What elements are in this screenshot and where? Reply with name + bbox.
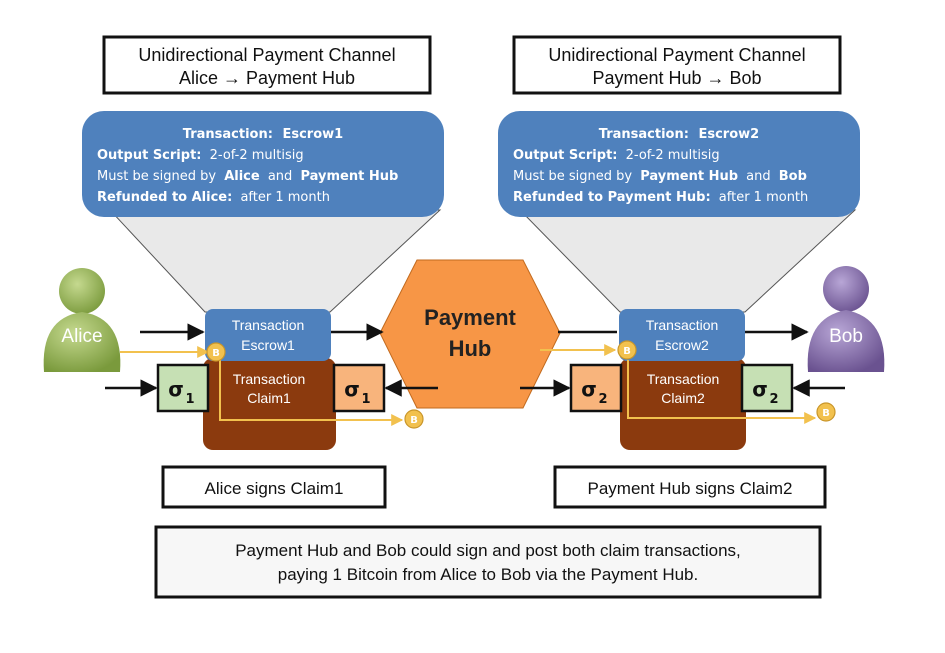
svg-text:Refunded to Alice: after: Refunded to Alice: after 1 month	[97, 190, 330, 205]
claim1-line1: Transaction	[233, 371, 306, 387]
coin-claim2: B	[816, 402, 836, 422]
sig2-right-symbol: σ	[752, 377, 768, 401]
coin-escrow2: B	[617, 340, 637, 360]
sig2-right-sub: 2	[769, 392, 778, 407]
hub-label-line2: Hub	[449, 336, 492, 361]
claim1-block: Transaction Claim1	[203, 358, 336, 450]
payment-hub-hexagon: Payment Hub	[379, 259, 561, 409]
claim2-block: Transaction Claim2	[620, 358, 746, 450]
sig2-left: σ 2	[569, 363, 623, 413]
escrow2-signer1: Payment Hub	[640, 169, 738, 184]
escrow2-refund-value: after 1 month	[719, 190, 808, 205]
svg-text:Transaction: Escrow1: Transaction: Escrow1	[183, 127, 343, 142]
footer-line1: Payment Hub and Bob could sign and post …	[235, 541, 741, 560]
escrow2-refund-label: Refunded to Payment Hub:	[513, 190, 711, 205]
alice-label: Alice	[61, 326, 102, 347]
escrow1-refund-value: after 1 month	[240, 190, 329, 205]
escrow1-tx-label: Transaction:	[183, 127, 273, 142]
escrow1-signer2: Payment Hub	[300, 169, 398, 184]
escrow2-tx-name: Escrow2	[698, 127, 759, 142]
coin-flow-claim1-out	[219, 360, 404, 426]
sig1-right: σ 1	[332, 363, 386, 413]
escrow1-box: Transaction Escrow1	[205, 309, 331, 361]
coin-claim1: B	[404, 409, 424, 429]
escrow2-signed-prefix: Must be signed by	[513, 169, 632, 184]
sig1-left: σ 1	[156, 363, 210, 413]
escrow1-output-label: Output Script:	[97, 148, 201, 163]
svg-text:B: B	[822, 408, 830, 419]
escrow2-info-bubble: Transaction: Escrow2 Output Script: 2-of…	[498, 111, 860, 217]
escrow1-signer1: Alice	[224, 169, 260, 184]
bob-figure: Bob	[807, 266, 885, 372]
escrow2-signer2: Bob	[779, 169, 807, 184]
title-box-left: Unidirectional Payment Channel Alice → P…	[102, 35, 432, 95]
svg-text:B: B	[623, 346, 631, 357]
title-box-right: Unidirectional Payment Channel Payment H…	[512, 35, 842, 95]
svg-text:Output Script: 2-of-2 mu: Output Script: 2-of-2 multisig	[513, 148, 720, 163]
sig2-left-symbol: σ	[581, 377, 597, 401]
escrow1-output-value: 2-of-2 multisig	[210, 148, 304, 163]
footer-box: Payment Hub and Bob could sign and post …	[154, 525, 822, 599]
funnel-right	[518, 209, 857, 313]
title-right-line1: Unidirectional Payment Channel	[548, 45, 805, 65]
title-right-line2: Payment Hub → Bob	[592, 68, 761, 88]
claim1-line2: Claim1	[247, 390, 291, 406]
sig2-left-sub: 2	[598, 392, 607, 407]
sig1-right-sub: 1	[361, 392, 370, 407]
escrow1-box-line1: Transaction	[232, 317, 305, 333]
escrow2-and: and	[746, 169, 770, 184]
svg-text:Transaction: Escrow2: Transaction: Escrow2	[599, 127, 759, 142]
footer-line2: paying 1 Bitcoin from Alice to Bob via t…	[278, 565, 699, 584]
svg-text:B: B	[410, 415, 418, 426]
escrow1-signed-prefix: Must be signed by	[97, 169, 216, 184]
escrow1-tx-name: Escrow1	[282, 127, 343, 142]
claim2-line2: Claim2	[661, 390, 705, 406]
title-left-line1: Unidirectional Payment Channel	[138, 45, 395, 65]
escrow2-output-label: Output Script:	[513, 148, 617, 163]
escrow2-box: Transaction Escrow2	[619, 309, 745, 361]
caption-right: Payment Hub signs Claim2	[553, 465, 827, 509]
funnel-left	[108, 209, 442, 313]
escrow2-output-value: 2-of-2 multisig	[626, 148, 720, 163]
escrow2-tx-label: Transaction:	[599, 127, 689, 142]
sig1-left-symbol: σ	[168, 377, 184, 401]
sig2-right: σ 2	[740, 363, 794, 413]
escrow1-and: and	[268, 169, 292, 184]
hub-label-line1: Payment	[424, 305, 516, 330]
escrow1-refund-label: Refunded to Alice:	[97, 190, 232, 205]
escrow1-box-line2: Escrow1	[241, 337, 295, 353]
escrow1-info-bubble: Transaction: Escrow1 Output Script: 2-of…	[82, 111, 444, 217]
svg-text:Refunded to Payment Hub:: Refunded to Payment Hub: after 1 month	[513, 190, 808, 205]
escrow2-box-line1: Transaction	[646, 317, 719, 333]
title-left-line2: Alice → Payment Hub	[179, 68, 355, 88]
coin-flow-claim2-out	[627, 360, 817, 424]
svg-text:Must be signed by Paymen: Must be signed by Payment Hub and Bob	[513, 169, 807, 184]
svg-text:Output Script: 2-of-2 mu: Output Script: 2-of-2 multisig	[97, 148, 304, 163]
escrow2-box-line2: Escrow2	[655, 337, 709, 353]
caption-left-text: Alice signs Claim1	[205, 479, 344, 498]
sig1-left-sub: 1	[185, 392, 194, 407]
svg-text:Must be signed by Alice: Must be signed by Alice and Payment Hub	[97, 169, 398, 184]
sig1-right-symbol: σ	[344, 377, 360, 401]
caption-right-text: Payment Hub signs Claim2	[587, 479, 792, 498]
bob-label: Bob	[829, 326, 863, 347]
caption-left: Alice signs Claim1	[161, 465, 387, 509]
svg-text:B: B	[212, 348, 220, 359]
claim2-line1: Transaction	[647, 371, 720, 387]
alice-figure: Alice	[43, 268, 121, 372]
coin-escrow1: B	[206, 342, 226, 362]
